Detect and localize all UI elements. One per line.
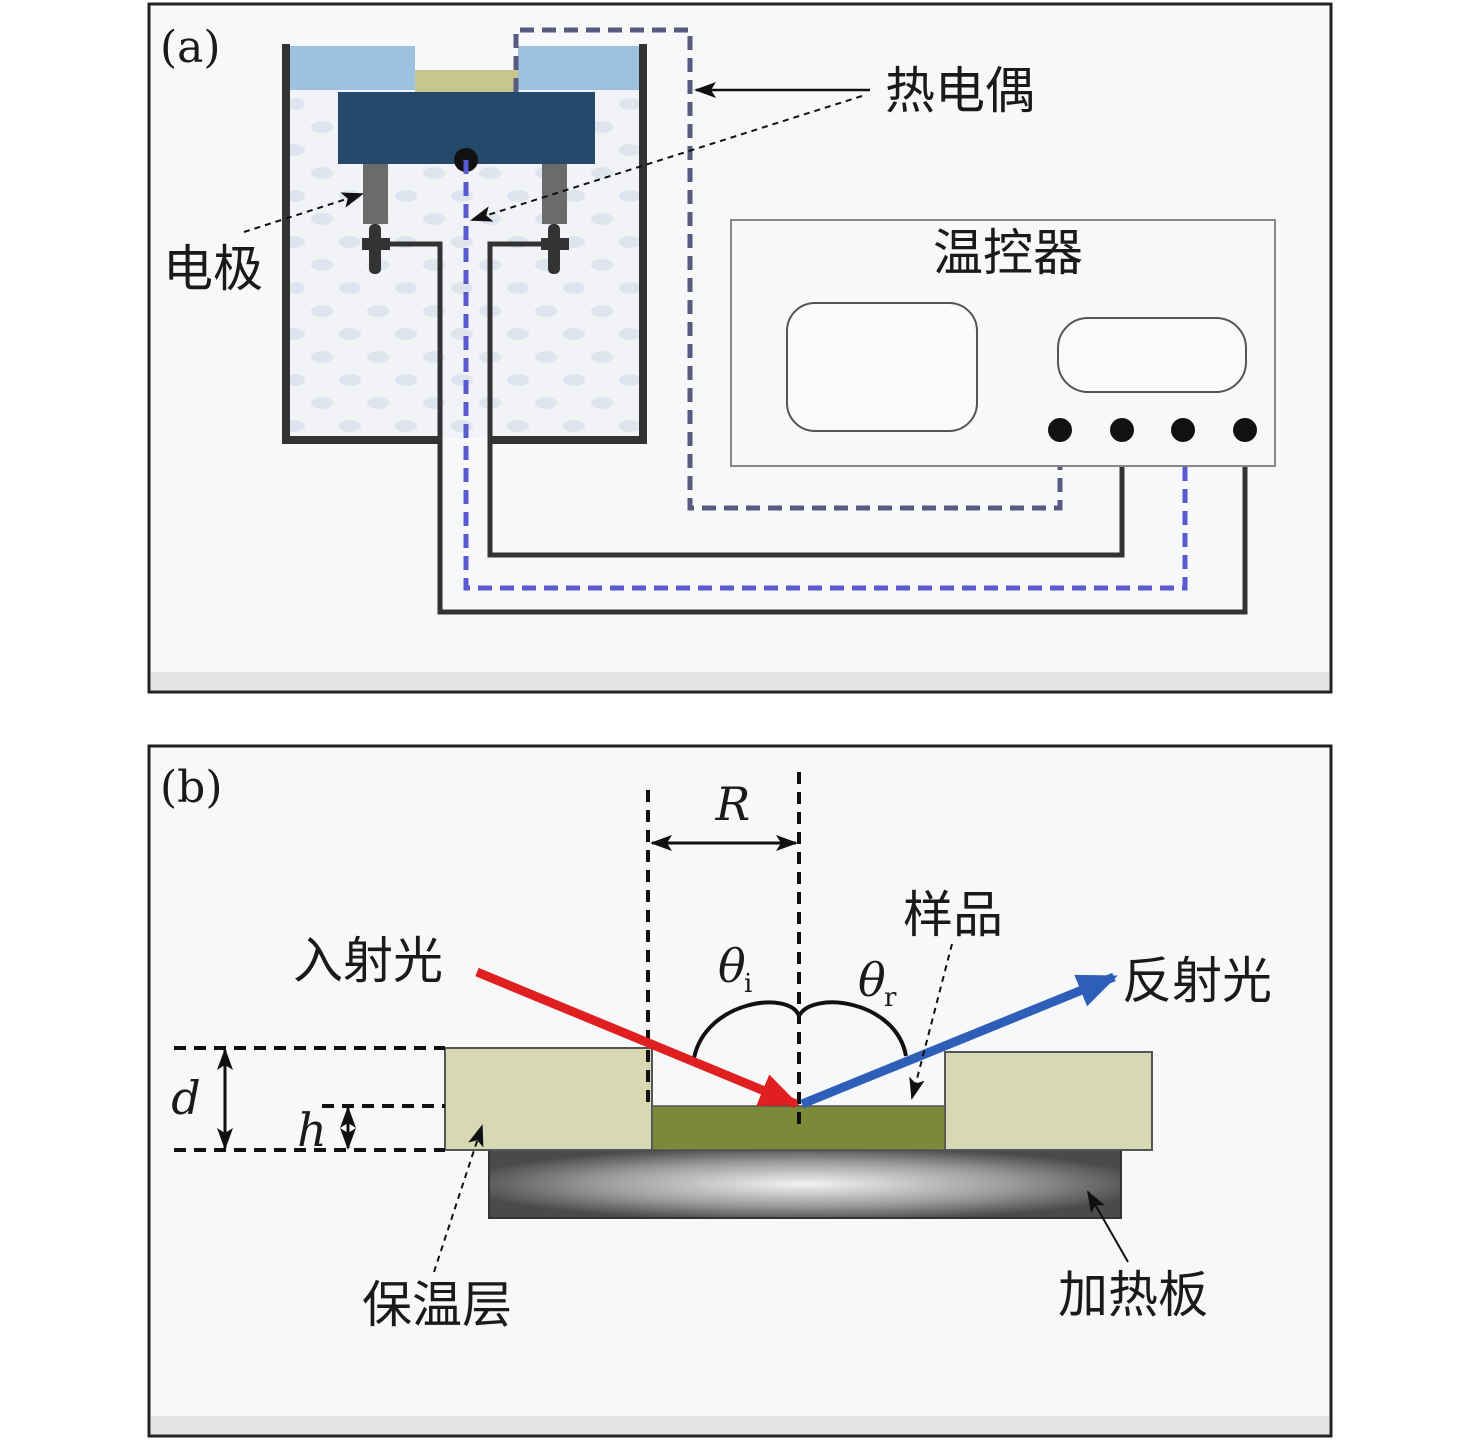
lid-right: [518, 46, 643, 90]
r-label: R: [715, 777, 751, 831]
terminal-4: [1233, 418, 1257, 442]
panel-a-bottom-band: [151, 672, 1329, 690]
insulation-pointer: [433, 1124, 484, 1273]
vessel-wall-right: [490, 44, 647, 444]
insulation-left: [444, 1047, 653, 1151]
sample-pointer: [909, 943, 953, 1100]
insulation-right: [944, 1051, 1153, 1151]
panel-b-label: (b): [160, 762, 223, 813]
theta-i-subscript: i: [744, 969, 752, 999]
electrode-wire-right: [487, 241, 1125, 558]
thermocouple-pointer-inner: [470, 95, 863, 222]
h-label: h: [297, 1103, 327, 1157]
panel-b-frame: [147, 744, 1333, 1438]
d-label: d: [171, 1071, 200, 1125]
terminal-3: [1171, 418, 1195, 442]
theta-r-subscript: r: [884, 983, 897, 1013]
electrode-label: 电极: [163, 240, 263, 298]
terminal-1: [1048, 418, 1072, 442]
heater-label: 加热板: [1058, 1266, 1208, 1324]
terminal-2: [1110, 418, 1134, 442]
incident-label: 入射光: [293, 932, 443, 990]
heater-plate: [488, 1149, 1122, 1219]
sample-top: [415, 70, 518, 94]
lid-left: [286, 46, 415, 90]
panel-b: (b) R θ i θ r 入射光 反射光 样品: [147, 744, 1333, 1438]
reflected-ray: [800, 972, 1118, 1109]
reflected-label: 反射光: [1122, 952, 1272, 1010]
reflection-angle-arc: [797, 1000, 908, 1057]
panel-a: (a) 温控器 热电: [147, 2, 1333, 694]
insulation-label: 保温层: [362, 1276, 512, 1334]
incident-ray: [475, 967, 800, 1109]
theta-r-symbol: θ: [858, 953, 886, 1007]
electrode-pointer: [243, 192, 364, 233]
controller-display-right: [1057, 317, 1247, 393]
electrode-clamp-left: [362, 238, 390, 250]
thermocouple-wire-outer: [513, 27, 1063, 511]
vessel-wall-left: [282, 44, 440, 444]
sample-label: 样品: [903, 886, 1003, 944]
controller-label: 温控器: [933, 224, 1083, 282]
thermocouple-label: 热电偶: [885, 62, 1035, 120]
panel-b-bottom-band: [151, 1416, 1329, 1434]
electrode-wire-left: [380, 241, 1248, 615]
electrode-post-left: [363, 164, 388, 224]
heater-pointer: [1087, 1190, 1129, 1263]
panel-a-label: (a): [160, 22, 221, 73]
incident-angle-arc: [692, 1000, 801, 1059]
controller-display-left: [786, 302, 978, 432]
theta-i-symbol: θ: [718, 939, 746, 993]
